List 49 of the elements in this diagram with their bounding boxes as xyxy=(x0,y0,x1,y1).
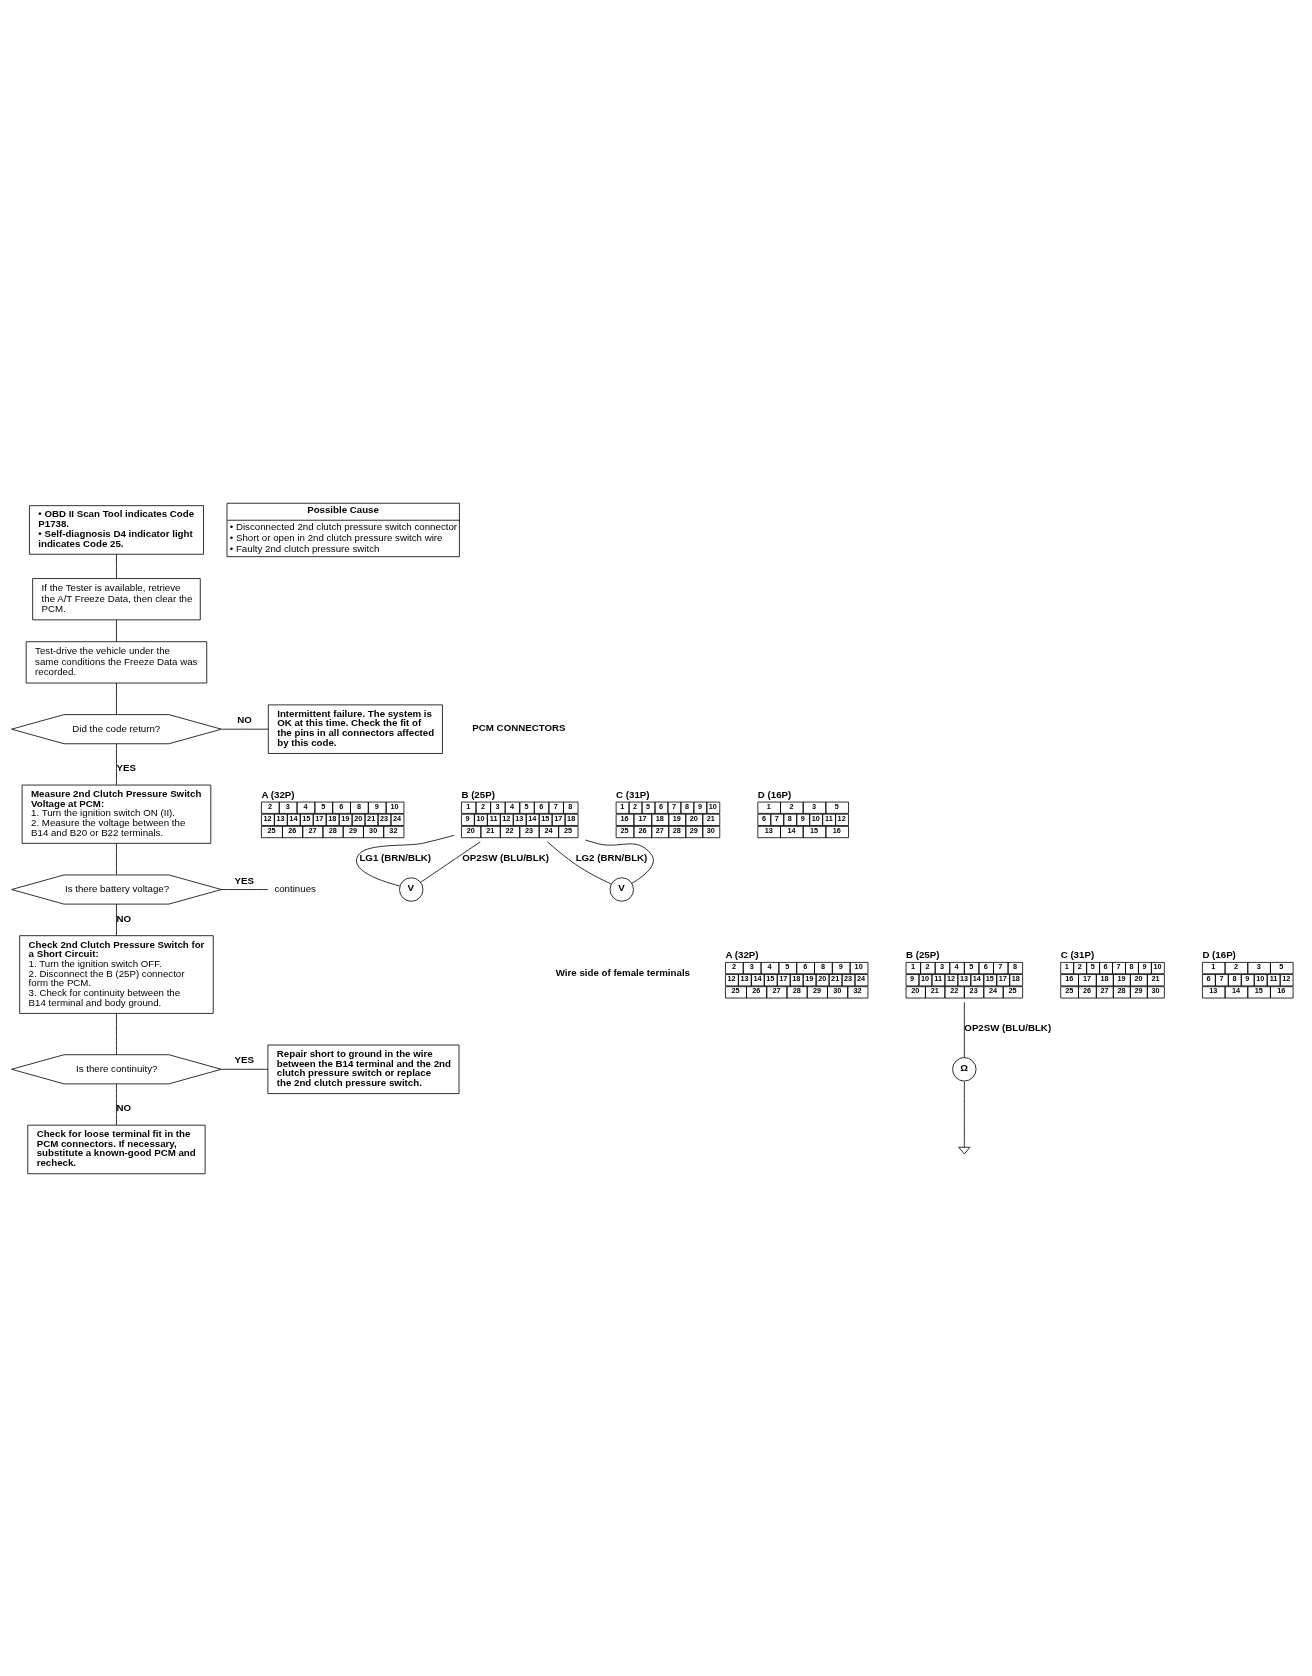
edge-label: YES xyxy=(234,1053,254,1065)
edge-label: LG1 (BRN/BLK) xyxy=(359,851,432,863)
node-box: Repair short to ground in the wire between the B14 terminal and the 2nd clutch pressure switch or replace the 2nd clutch pressure switch. xyxy=(267,1044,460,1094)
node-box: Intermittent failure. The system is OK at this time. Check the fit of the pins in all connectors affected by this code. xyxy=(267,703,443,754)
node-box: If the Tester is available, retrieve the A/T Freeze Data, then clear the PCM. xyxy=(32,577,201,620)
connector xyxy=(356,834,455,886)
node-text: continues xyxy=(274,882,316,894)
connector xyxy=(116,1012,117,1055)
connector xyxy=(116,619,117,642)
node-box: Check 2nd Clutch Pressure Switch for a Short Circuit: 1. Turn the ignition switch OFF. 2. Disconnect the B (25P) connector form the PCM. 3. Check for continuity between the B14 terminal and body ground. xyxy=(19,934,214,1014)
edge-label: YES xyxy=(234,874,254,886)
connector xyxy=(116,842,117,875)
connector xyxy=(963,1001,965,1058)
edge-label: YES xyxy=(116,761,136,773)
connector xyxy=(116,682,117,715)
node-label: D (16P) xyxy=(1202,948,1236,960)
connector xyxy=(116,903,117,936)
node-box: Test-drive the vehicle under the same conditions the Freeze Data was recorded. xyxy=(25,640,208,683)
node-label: C (31P) xyxy=(1060,948,1095,960)
edge-label: OP2SW (BLU/BLK) xyxy=(462,851,550,863)
edge-label: NO xyxy=(237,713,252,725)
node-circle: V xyxy=(399,876,424,902)
node-box: Check for loose terminal fit in the PCM connectors. If necessary, substitute a known-good PCM and recheck. xyxy=(27,1124,206,1174)
connector xyxy=(116,1083,117,1125)
edge-label: NO xyxy=(116,912,132,924)
connector xyxy=(546,840,612,884)
node-label: C (31P) xyxy=(616,788,650,800)
connector xyxy=(585,839,654,884)
node-circle: V xyxy=(609,876,634,902)
node-ground xyxy=(958,1146,971,1154)
node-label: B (25P) xyxy=(906,948,940,960)
node-label: A (32P) xyxy=(725,948,759,960)
node-label: B (25P) xyxy=(461,788,495,800)
node-label: A (32P) xyxy=(261,788,295,800)
edge-label: LG2 (BRN/BLK) xyxy=(575,851,648,863)
label: PCM CONNECTORS xyxy=(472,721,566,733)
connector xyxy=(221,1068,269,1070)
node-label: D (16P) xyxy=(757,788,792,800)
node-box: Measure 2nd Clutch Pressure Switch Voltage at PCM: 1. Turn the ignition switch ON (II). 2. Measure the voltage between the B14 and B20 or B22 terminals. xyxy=(21,784,212,844)
node-circle: Ω xyxy=(952,1056,977,1081)
edge-label: NO xyxy=(116,1101,132,1113)
connector xyxy=(963,1080,965,1147)
connector xyxy=(116,742,117,785)
node-box: • OBD II Scan Tool indicates Code P1738. • Self-diagnosis D4 indicator light indicates Code 25. xyxy=(29,504,204,555)
connector xyxy=(420,840,481,883)
label: Wire side of female terminals xyxy=(555,966,690,978)
connector xyxy=(220,888,269,890)
connector xyxy=(116,553,117,579)
connector xyxy=(221,728,269,730)
